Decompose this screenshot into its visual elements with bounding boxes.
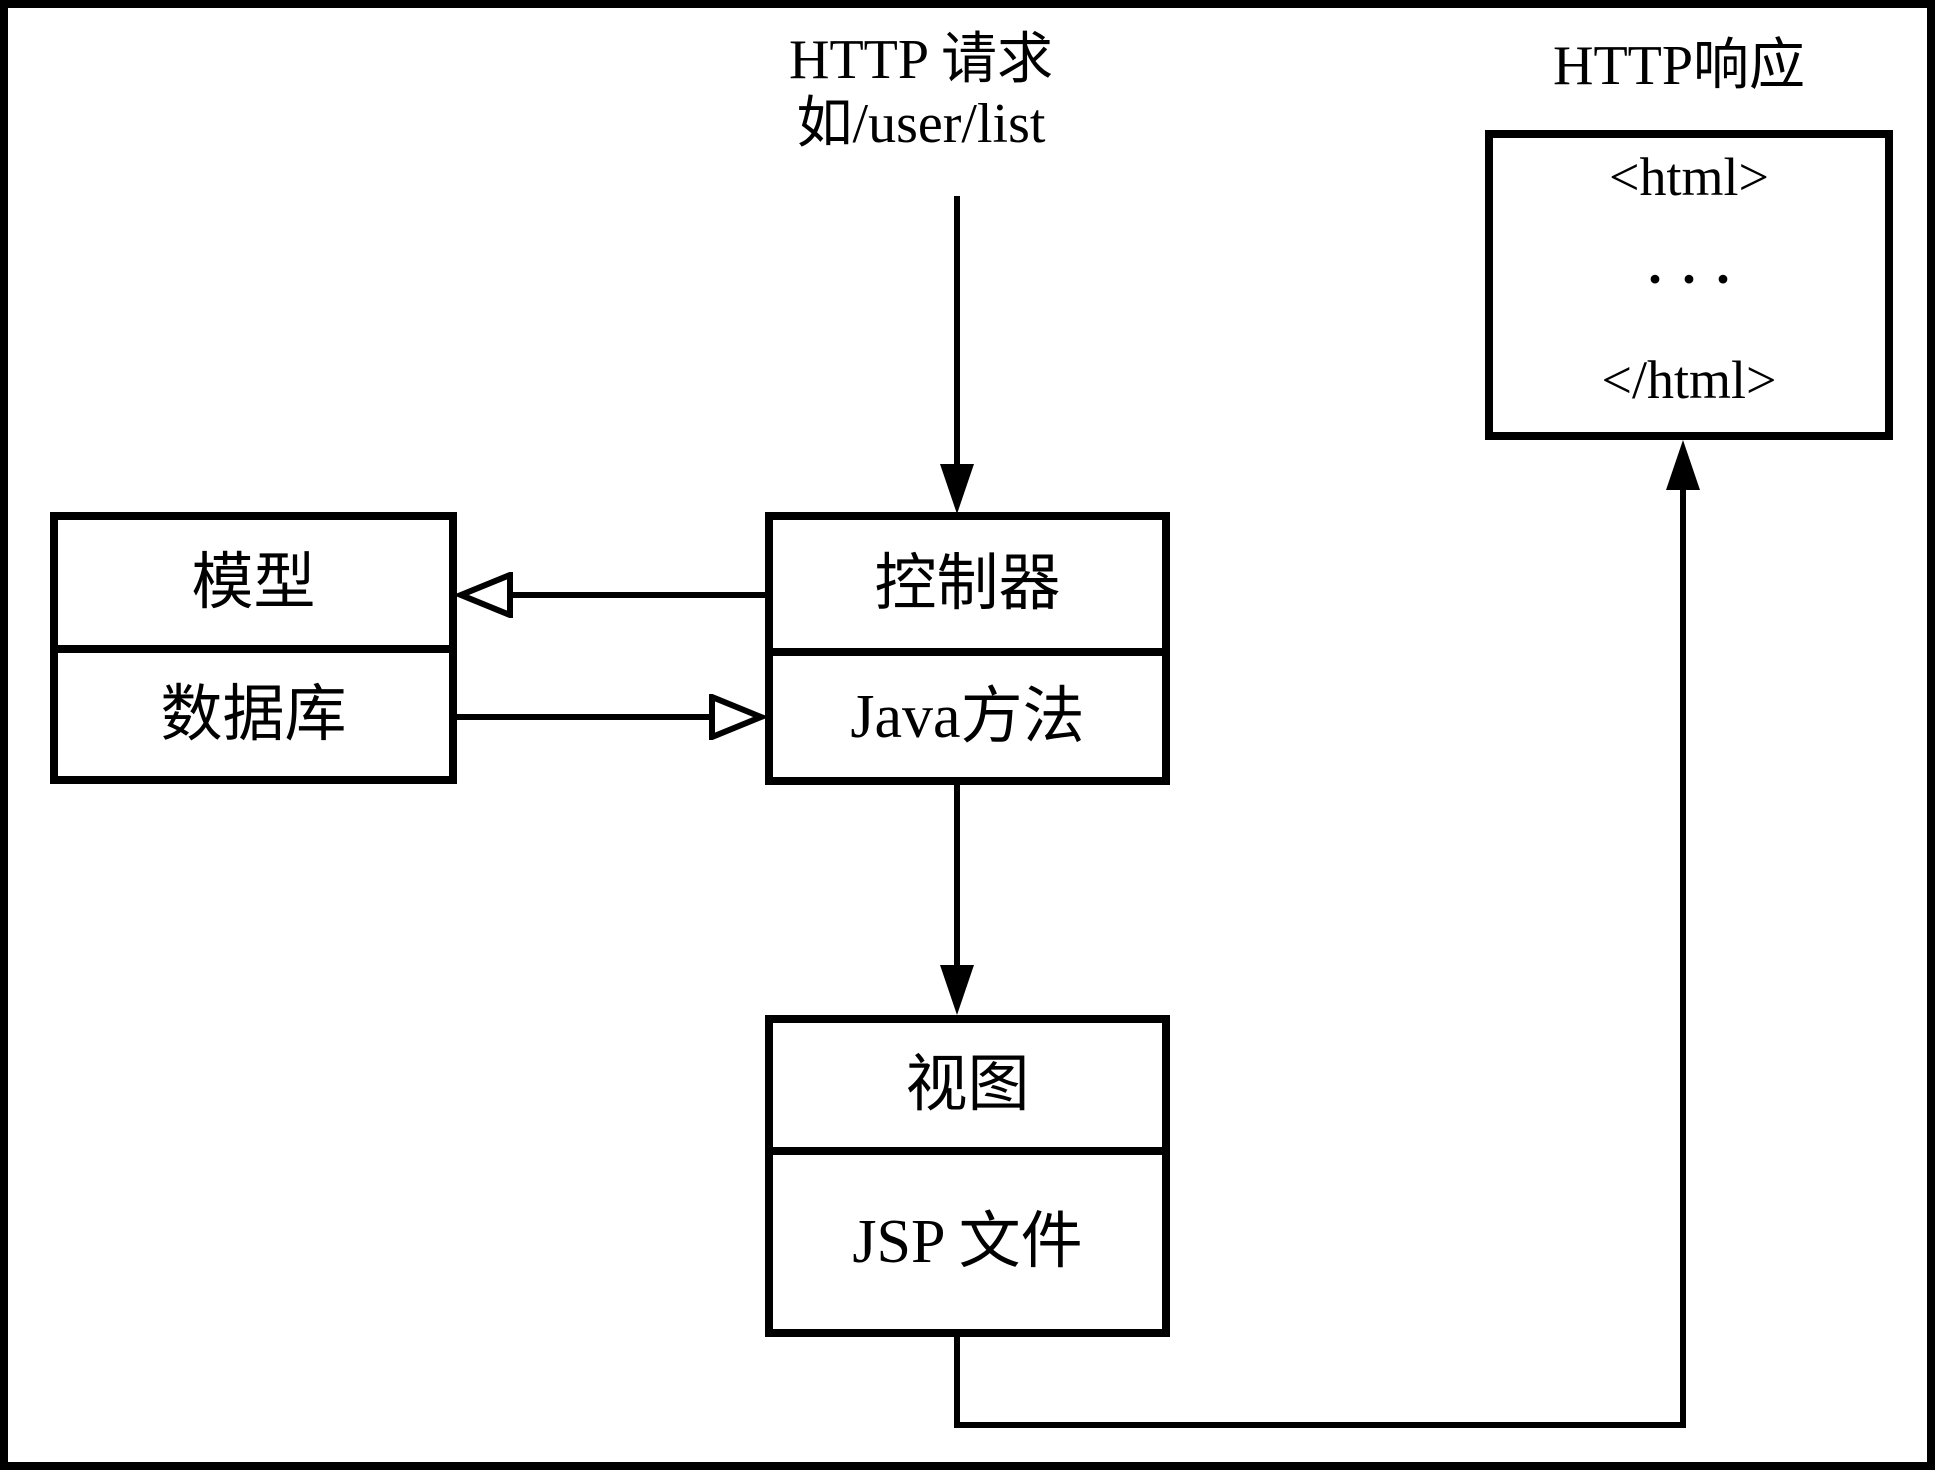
jsp-output-line-horizontal xyxy=(954,1422,1686,1428)
view-label: 视图 xyxy=(905,1051,1030,1119)
model-node-divider xyxy=(58,645,449,653)
java-method-label: Java方法 xyxy=(850,682,1085,751)
http-response-caption: HTTP响应 xyxy=(1553,35,1805,97)
model-arrowhead-hollow-left-icon xyxy=(457,572,513,618)
jsp-file-label: JSP 文件 xyxy=(852,1208,1083,1276)
response-html-close: </html> xyxy=(1601,349,1777,410)
view-arrowhead-down-icon xyxy=(940,965,974,1015)
http-request-caption-line2: 如/user/list xyxy=(796,93,1046,155)
jsp-output-line-vertical xyxy=(954,1337,960,1428)
request-arrow-line xyxy=(954,196,960,466)
model-label: 模型 xyxy=(191,548,316,617)
model-node: 模型 数据库 xyxy=(50,512,457,784)
controller-label: 控制器 xyxy=(874,550,1061,618)
response-return-line-vertical xyxy=(1680,490,1686,1428)
database-label: 数据库 xyxy=(160,680,347,749)
controller-node-divider xyxy=(773,648,1162,656)
controller-node: 控制器 Java方法 xyxy=(765,512,1170,785)
java-arrowhead-hollow-right-icon xyxy=(709,694,765,740)
java-to-view-line xyxy=(954,785,960,967)
controller-to-model-line xyxy=(508,592,765,598)
response-ellipsis: ··· xyxy=(1645,249,1749,309)
response-arrowhead-up-icon xyxy=(1666,440,1700,490)
view-node-divider xyxy=(773,1147,1162,1155)
response-html-open: <html> xyxy=(1609,147,1769,207)
request-arrowhead-down-icon xyxy=(940,464,974,514)
view-node: 视图 JSP 文件 xyxy=(765,1015,1170,1337)
database-to-java-line xyxy=(457,714,713,720)
http-request-caption-line1: HTTP 请求 xyxy=(789,29,1053,91)
http-request-caption: HTTP 请求 如/user/list xyxy=(621,28,1221,156)
http-response-box: <html> ··· </html> xyxy=(1485,130,1893,440)
